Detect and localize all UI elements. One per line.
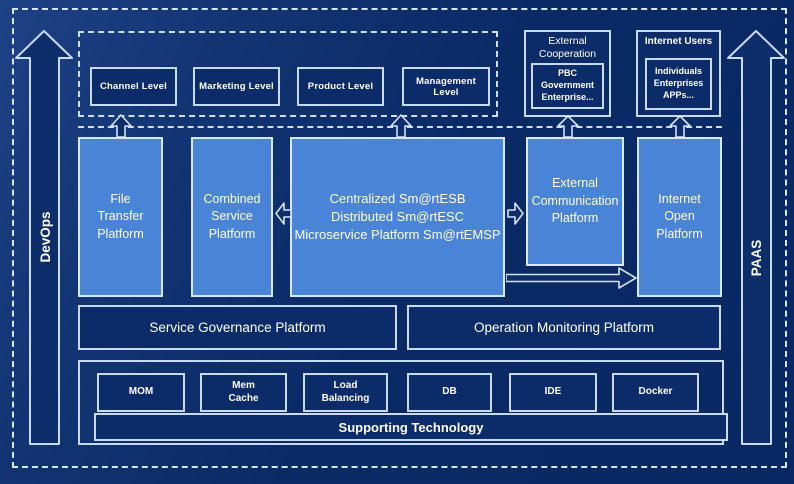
operation-monitoring-platform-box: Operation Monitoring Platform: [407, 305, 721, 350]
internet-users-title: Internet Users: [644, 36, 713, 47]
management-level-label: Management Level: [415, 75, 477, 98]
combined-service-platform-box: Combined Service Platform: [191, 137, 273, 297]
internet-open-platform-box: Internet Open Platform: [637, 137, 722, 297]
supporting-technology-section: [78, 360, 724, 445]
tech-box-ide: IDE: [509, 373, 597, 412]
file-transfer-platform-box: File Transfer Platform: [78, 137, 163, 297]
external-cooperation-title: External Cooperation: [538, 35, 597, 61]
devops-label: DevOps: [38, 211, 53, 263]
external-communication-platform-box: External Communication Platform: [526, 137, 624, 266]
supporting-technology-label: Supporting Technology: [338, 419, 484, 435]
product-level-box: Product Level: [297, 67, 384, 106]
channel-level-label: Channel Level: [99, 81, 167, 92]
up-arrow-icon: [669, 115, 691, 138]
right-flow-arrow-icon: [506, 267, 637, 289]
up-arrow-icon: [110, 114, 132, 138]
up-arrow-icon: [390, 114, 412, 138]
internet-users-members-box: Individuals Enterprises APPs...: [645, 58, 712, 110]
tech-box-mem-cache: Mem Cache: [200, 373, 287, 412]
internet-users-box: Internet Users Individuals Enterprises A…: [636, 30, 721, 117]
left-arrow-icon: [275, 202, 292, 225]
external-cooperation-members-box: PBC Government Enterprise...: [531, 63, 604, 109]
devops-arrow-icon: [15, 30, 73, 445]
external-cooperation-box: External Cooperation PBC Government Ente…: [524, 30, 611, 117]
marketing-level-box: Marketing Level: [193, 67, 280, 106]
service-governance-platform-box: Service Governance Platform: [78, 305, 397, 350]
paas-label: PAAS: [749, 239, 764, 277]
service-governance-platform-label: Service Governance Platform: [149, 320, 326, 335]
outer-dashed-border: [12, 8, 787, 468]
tech-box-mom: MOM: [97, 373, 185, 412]
up-arrow-icon: [557, 115, 579, 138]
right-arrow-icon: [507, 202, 524, 225]
levels-panel: [78, 31, 498, 117]
supporting-technology-bar: Supporting Technology: [94, 413, 728, 441]
management-level-box: Management Level: [402, 67, 490, 106]
tech-box-docker: Docker: [612, 373, 699, 412]
paas-arrow-icon: [727, 30, 785, 445]
tech-box-load-balancing: Load Balancing: [303, 373, 388, 412]
product-level-label: Product Level: [307, 81, 374, 92]
channel-level-box: Channel Level: [90, 67, 177, 106]
esb-platform-box: Centralized Sm@rtESB Distributed Sm@rtES…: [290, 137, 505, 297]
marketing-level-label: Marketing Level: [199, 81, 274, 92]
tech-box-db: DB: [407, 373, 492, 412]
operation-monitoring-platform-label: Operation Monitoring Platform: [473, 320, 655, 335]
